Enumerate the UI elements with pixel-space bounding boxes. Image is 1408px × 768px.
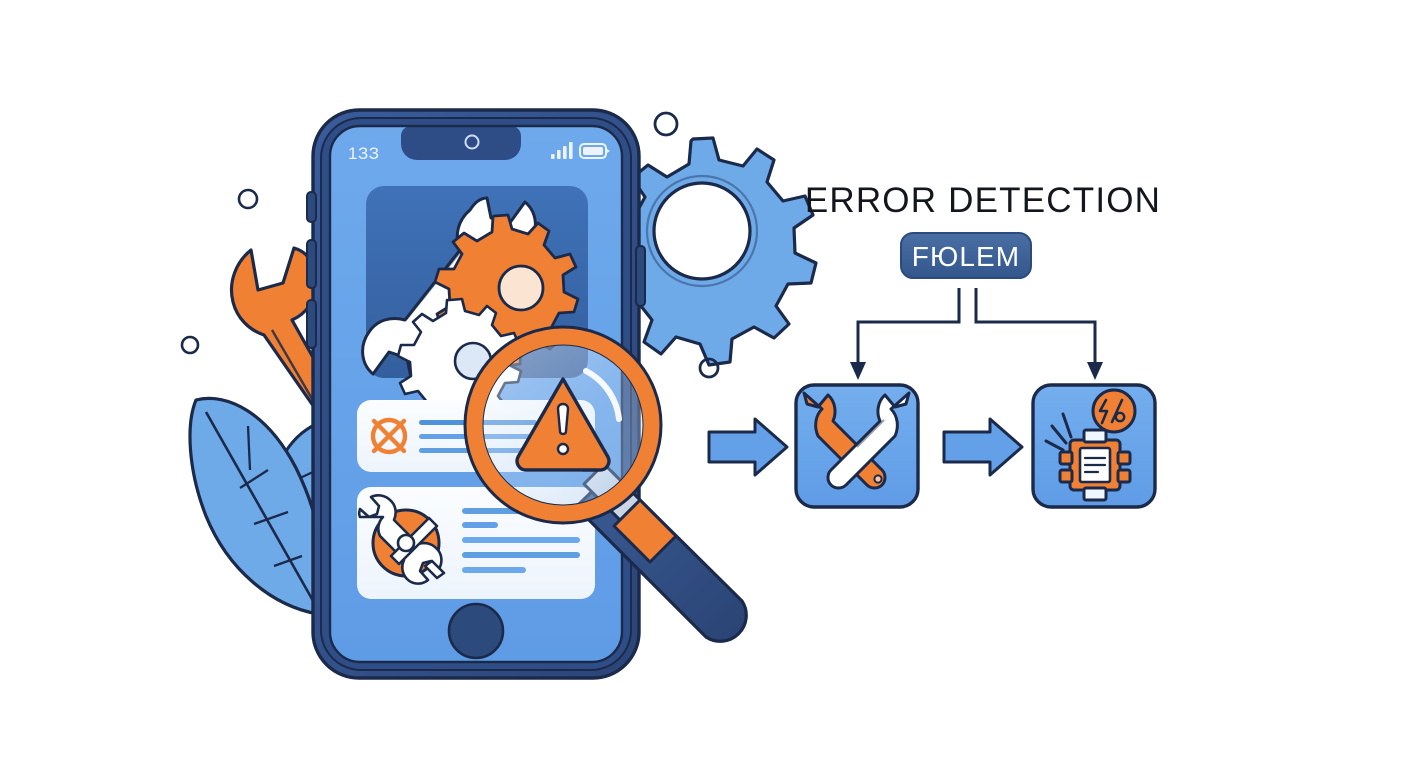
decor-dot <box>653 111 679 137</box>
tools-circle-icon <box>357 494 446 585</box>
decor-dot <box>237 188 259 210</box>
repair-tools-box[interactable] <box>794 383 920 509</box>
page-title: ERROR DETECTION <box>805 181 1161 220</box>
phone-notch <box>401 126 521 160</box>
magnifying-glass <box>463 325 748 643</box>
status-time: 1ЗЗ <box>348 144 380 163</box>
device-document-spark-icon <box>1044 412 1132 502</box>
leaf-front-icon <box>188 396 326 616</box>
warning-triangle-icon <box>515 377 611 472</box>
home-button <box>447 602 505 660</box>
phone-button-volume-down <box>306 299 317 349</box>
arrow-phone-to-repair <box>707 417 789 477</box>
decor-dots <box>180 188 259 355</box>
phone-button-mute <box>306 191 317 223</box>
error-cross-circle-icon <box>370 417 408 455</box>
phone-button-power <box>635 245 646 307</box>
connector-badge-left <box>850 288 961 380</box>
decor-dot <box>180 335 200 355</box>
front-camera-icon <box>464 134 480 150</box>
status-badge-label: FЮLEM <box>912 241 1020 272</box>
decor-dot <box>698 357 720 379</box>
connector-badge-right <box>974 288 1103 380</box>
lightning-percent-icon <box>1091 388 1137 434</box>
repair-card-lines <box>462 508 580 573</box>
battery-icon <box>579 143 610 159</box>
signal-bars-icon <box>551 142 573 159</box>
device-alert-box[interactable] <box>1031 383 1157 509</box>
decor-dots-right <box>653 111 720 379</box>
arrow-repair-to-device <box>942 417 1024 477</box>
phone-side-buttons <box>306 191 646 349</box>
crossed-wrenches-icon <box>802 391 911 490</box>
gear-large-icon <box>602 136 818 367</box>
phone-button-volume-up <box>306 239 317 289</box>
status-badge[interactable]: FЮLEM <box>900 232 1032 279</box>
